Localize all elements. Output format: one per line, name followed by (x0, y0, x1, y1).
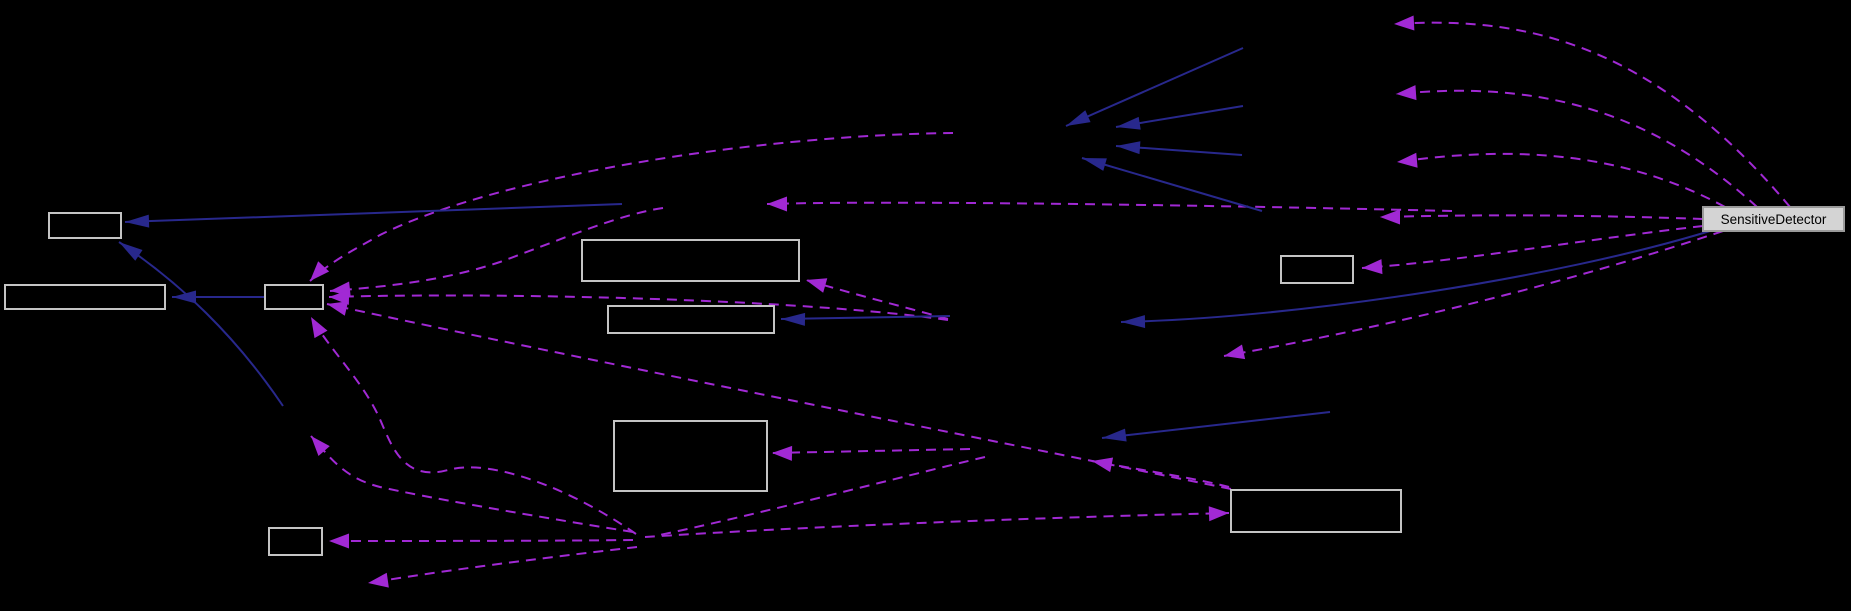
usage-edge-14-arrowhead-icon (311, 317, 328, 339)
node-sensitivedetector (1702, 206, 1845, 232)
inheritance-edge-1 (124, 203, 623, 223)
usage-edge-10-arrowhead-icon (806, 278, 828, 293)
usage-edge-19-arrowhead-icon (1092, 457, 1114, 473)
node-i[interactable] (268, 527, 323, 556)
usage-edge-17-arrowhead-icon (368, 572, 389, 588)
usage-edge-3 (1396, 152, 1726, 208)
inheritance-edge-1-arrowhead-icon (125, 214, 150, 228)
current-class-label: SensitiveDetector (1721, 212, 1827, 227)
inheritance-edge-10-arrowhead-icon (1102, 428, 1127, 442)
inheritance-edge-10 (1101, 411, 1331, 439)
inheritance-edge-4 (780, 315, 951, 320)
usage-edge-12-arrowhead-icon (327, 301, 349, 316)
inheritance-edge-6-arrowhead-icon (1116, 116, 1141, 130)
usage-edge-14 (310, 316, 637, 535)
usage-edge-13 (328, 294, 949, 321)
usage-edge-8-arrowhead-icon (310, 261, 330, 281)
usage-edge-20 (654, 456, 986, 537)
inheritance-edge-9-arrowhead-icon (1121, 315, 1146, 329)
node-f[interactable] (1280, 255, 1354, 284)
inheritance-edge-8-arrowhead-icon (1082, 158, 1107, 171)
usage-edge-4-arrowhead-icon (1380, 209, 1400, 225)
usage-edge-9 (329, 207, 664, 292)
node-a[interactable] (48, 212, 122, 239)
usage-edge-6 (1223, 230, 1724, 357)
node-b[interactable] (4, 284, 166, 310)
node-h[interactable] (1230, 489, 1402, 533)
usage-edge-1 (1393, 21, 1791, 208)
usage-edge-3-arrowhead-icon (1397, 152, 1418, 168)
node-g[interactable] (613, 420, 768, 492)
usage-edge-18-arrowhead-icon (1208, 506, 1229, 522)
usage-edge-10 (805, 279, 949, 320)
usage-edge-5-arrowhead-icon (767, 196, 787, 212)
inheritance-edge-2-arrowhead-icon (119, 242, 143, 261)
usage-edge-18 (644, 512, 1230, 538)
node-c[interactable] (264, 284, 324, 310)
inheritance-edge-9 (1120, 230, 1711, 323)
usage-edge-1-arrowhead-icon (1394, 15, 1415, 31)
inheritance-edge-5-arrowhead-icon (1066, 110, 1091, 126)
usage-edge-2 (1395, 89, 1758, 208)
usage-edge-6-arrowhead-icon (1224, 344, 1246, 360)
usage-edge-5 (766, 201, 1453, 212)
usage-edge-11-arrowhead-icon (772, 445, 793, 461)
usage-edge-15 (310, 435, 634, 533)
inheritance-edge-4-arrowhead-icon (781, 312, 806, 326)
node-e[interactable] (607, 305, 775, 334)
inheritance-edge-7-arrowhead-icon (1116, 141, 1141, 155)
usage-edge-15-arrowhead-icon (311, 436, 330, 457)
inheritance-edge-3-arrowhead-icon (172, 290, 196, 304)
inheritance-edge-2 (118, 241, 284, 407)
usage-edge-4 (1379, 214, 1704, 220)
usage-edge-8 (309, 132, 954, 282)
usage-edge-16-arrowhead-icon (329, 533, 349, 549)
usage-edge-2-arrowhead-icon (1396, 85, 1417, 101)
usage-edge-7-arrowhead-icon (1362, 259, 1383, 275)
node-d[interactable] (581, 239, 800, 282)
inheritance-edge-5 (1065, 47, 1244, 127)
usage-edge-16 (328, 539, 634, 542)
inheritance-edge-8 (1081, 157, 1263, 212)
usage-edge-13-arrowhead-icon (329, 289, 350, 305)
